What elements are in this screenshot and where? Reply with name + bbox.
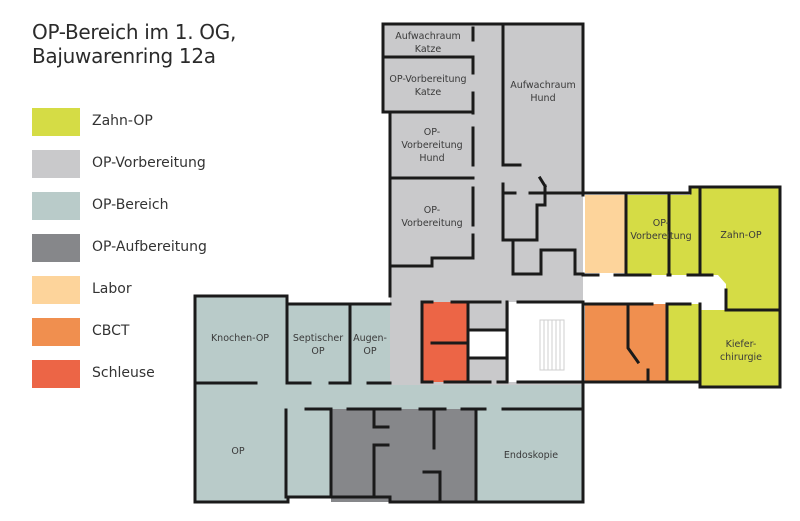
zone-labor (585, 195, 626, 273)
zone-cbct (585, 304, 667, 382)
legend-swatch (32, 318, 80, 346)
zone-kieferchirurgie (667, 304, 780, 387)
zone-small-grey (468, 302, 508, 330)
room-label-zahn-op: Zahn-OP (720, 230, 762, 241)
legend-swatch (32, 276, 80, 304)
legend-item-zahn-op: Zahn-OP (32, 108, 252, 136)
legend-swatch (32, 360, 80, 388)
legend-item-op-aufbereitung: OP-Aufbereitung (32, 234, 252, 262)
room-label-augen-op: Augen-OP (353, 333, 387, 357)
legend-swatch (32, 108, 80, 136)
legend-label: Zahn-OP (92, 113, 153, 129)
zone-op-bereich (195, 296, 583, 502)
legend-label: CBCT (92, 323, 130, 339)
legend-item-schleuse: Schleuse (32, 360, 252, 388)
zone-small-white (469, 330, 507, 358)
room-label-op-vorbereitung: OP-Vorbereitung (401, 205, 462, 229)
room-label-op-vorbereitung-zahn: OP-Vorbereitung (630, 218, 691, 242)
legend-item-op-bereich: OP-Bereich (32, 192, 252, 220)
zone-op-vorbereitung (383, 24, 583, 385)
legend-swatch (32, 234, 80, 262)
walls (193, 22, 782, 504)
room-label-op: OP (231, 446, 244, 457)
legend-item-cbct: CBCT (32, 318, 252, 346)
legend-swatch (32, 150, 80, 178)
staircase-icon (539, 319, 565, 371)
legend-label: Labor (92, 281, 132, 297)
zone-op-aufbereitung (331, 409, 476, 502)
legend-swatch (32, 192, 80, 220)
zone-staircase (509, 302, 584, 382)
legend-label: OP-Aufbereitung (92, 239, 207, 255)
zone-zahn-op (626, 187, 780, 310)
legend-label: OP-Bereich (92, 197, 169, 213)
legend-label: OP-Vorbereitung (92, 155, 206, 171)
room-label-endoskopie: Endoskopie (504, 450, 558, 461)
room-label-knochen-op: Knochen-OP (211, 333, 269, 344)
legend-item-op-vorbereitung: OP-Vorbereitung (32, 150, 252, 178)
room-label-kieferchirurgie: Kiefer-chirurgie (720, 339, 762, 363)
plan-title-line2: Bajuwarenring 12a (32, 44, 216, 68)
legend-item-labor: Labor (32, 276, 252, 304)
legend-label: Schleuse (92, 365, 155, 381)
plan-title: OP-Bereich im 1. OG, Bajuwarenring 12a (32, 20, 236, 68)
plan-title-line1: OP-Bereich im 1. OG, (32, 20, 237, 44)
